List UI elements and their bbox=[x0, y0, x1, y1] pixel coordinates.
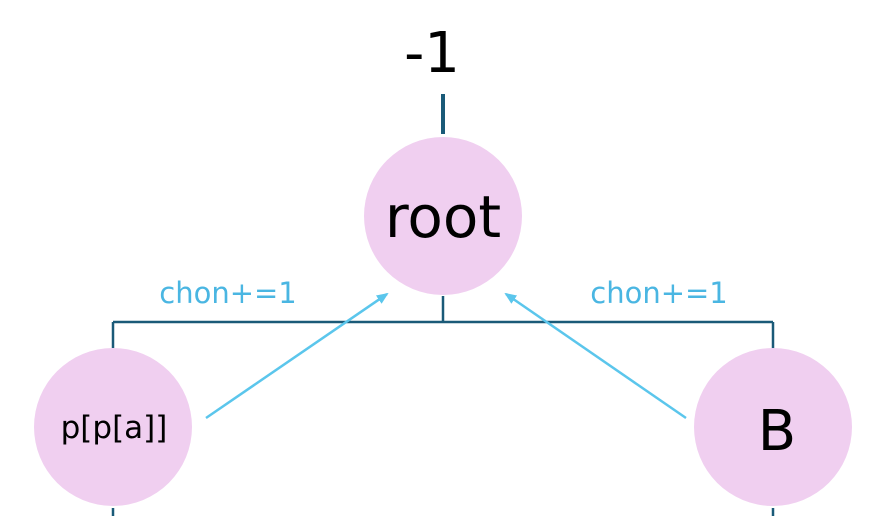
node-root-circle bbox=[364, 137, 522, 295]
node-left: p[p[a]] bbox=[34, 348, 192, 506]
right-arrow bbox=[504, 292, 687, 420]
node-right: B bbox=[694, 348, 852, 506]
left-edge-label: chon+=1 bbox=[159, 276, 297, 310]
node-right-circle bbox=[694, 348, 852, 506]
node-left-circle bbox=[34, 348, 192, 506]
right-edge-label: chon+=1 bbox=[590, 276, 728, 310]
node-left-label: p[p[a]] bbox=[61, 410, 168, 446]
root-parent-label: -1 bbox=[404, 21, 460, 86]
node-right-label: B bbox=[758, 399, 796, 464]
node-root: root bbox=[364, 137, 522, 295]
node-root-label: root bbox=[385, 183, 501, 251]
left-arrow bbox=[205, 292, 389, 420]
tree-branches bbox=[111, 296, 775, 516]
